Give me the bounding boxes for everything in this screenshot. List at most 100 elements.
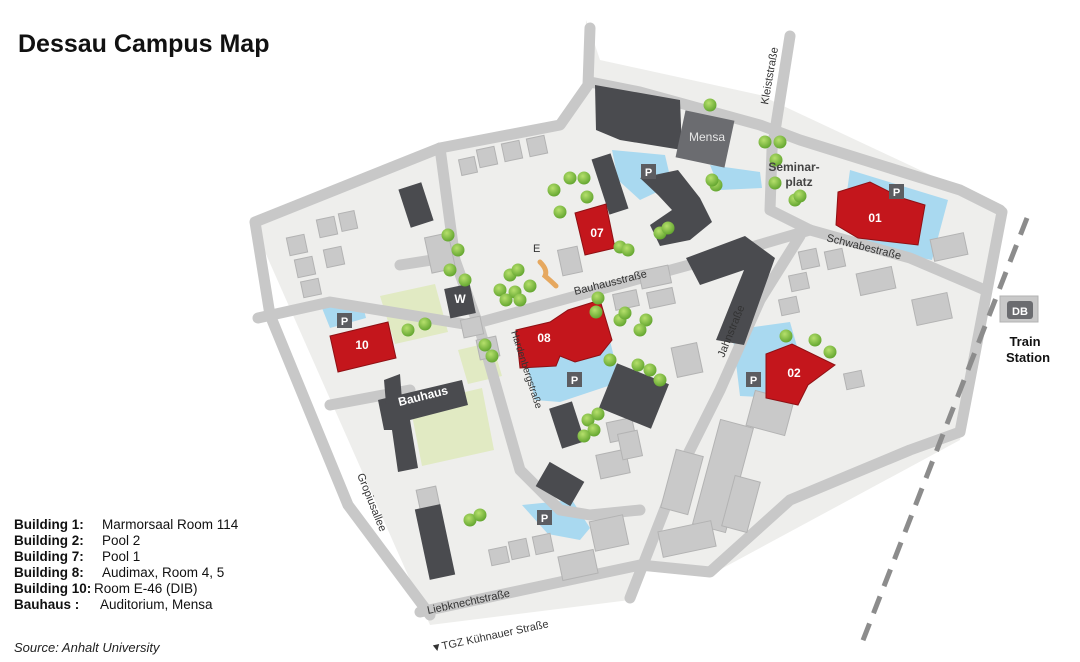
tree: [458, 273, 472, 287]
legend-row: Building 1: Marmorsaal Room 114: [14, 517, 238, 533]
legend-key: Building 1:: [14, 517, 84, 532]
railway: [857, 217, 1030, 649]
tree: [589, 305, 603, 319]
building-10[interactable]: [329, 321, 397, 373]
building-10-label: 10: [355, 338, 369, 352]
tree: [478, 338, 492, 352]
tree: [603, 353, 617, 367]
dark-buildings: [378, 85, 1033, 580]
tree: [703, 98, 717, 112]
building-02[interactable]: [765, 343, 836, 406]
tree: [823, 345, 837, 359]
building-01[interactable]: [835, 181, 926, 246]
svg-text:P: P: [645, 167, 652, 179]
tree: [485, 349, 499, 363]
mensa-label: Mensa: [689, 130, 725, 144]
map-title: Dessau Campus Map: [18, 30, 270, 58]
tree: [705, 173, 719, 187]
parking-markers: P P P P P P: [337, 164, 904, 525]
train-station-label-2: Station: [1006, 350, 1050, 365]
tree: [577, 429, 591, 443]
legend-row: Building 2: Pool 2: [14, 533, 238, 549]
legend-key: Building 2:: [14, 533, 84, 548]
legend-row: Building 8: Audimax, Room 4, 5: [14, 565, 238, 581]
tree: [621, 243, 635, 257]
tree: [473, 508, 487, 522]
street-network: [249, 22, 1008, 621]
tree: [418, 317, 432, 331]
tree: [779, 329, 793, 343]
legend-value: Audimax, Room 4, 5: [102, 565, 225, 580]
legend-key: Building 8:: [14, 565, 84, 580]
svg-text:P: P: [750, 375, 757, 387]
w-label: W: [454, 292, 466, 306]
tree: [587, 423, 601, 437]
parking-icon: P: [537, 510, 552, 525]
legend-key: Building 7:: [14, 549, 84, 564]
tree: [441, 228, 455, 242]
parking-icon: P: [567, 372, 582, 387]
tree: [581, 413, 595, 427]
db-label: DB: [1012, 306, 1028, 318]
building-08[interactable]: [515, 299, 613, 369]
parking-icon: P: [641, 164, 656, 179]
tree: [523, 279, 537, 293]
source-note: Source: Anhalt University: [14, 640, 160, 655]
tree: [769, 153, 783, 167]
legend-row: Building 10:Room E-46 (DIB): [14, 581, 238, 597]
tree: [618, 306, 632, 320]
legend-row: Bauhaus :Auditorium, Mensa: [14, 597, 238, 613]
seminarplatz-label-1: Seminar-: [768, 160, 819, 174]
svg-text:P: P: [541, 513, 548, 525]
tree: [793, 189, 807, 203]
tree: [643, 363, 657, 377]
tree: [758, 135, 772, 149]
tree: [631, 358, 645, 372]
parking-icon: P: [746, 372, 761, 387]
building-legend: Building 1: Marmorsaal Room 114 Building …: [14, 517, 238, 613]
parking-area: [710, 165, 762, 190]
train-station-label-1: Train: [1009, 334, 1040, 349]
tree: [577, 171, 591, 185]
tree: [591, 291, 605, 305]
grey-buildings: [285, 134, 1039, 582]
e-label: E: [533, 243, 540, 255]
legend-value: Marmorsaal Room 114: [102, 517, 239, 532]
tree: [639, 313, 653, 327]
tree: [633, 323, 647, 337]
parking-icon: P: [337, 313, 352, 328]
tree: [563, 171, 577, 185]
legend-row: Building 7: Pool 1: [14, 549, 238, 565]
legend-value: Pool 1: [102, 549, 141, 564]
street-kuehnauer: ▼TGZ Kühnauer Straße: [430, 618, 550, 655]
tree-cluster: [401, 98, 837, 527]
tree: [553, 205, 567, 219]
legend-value: Auditorium, Mensa: [100, 597, 213, 612]
tree: [493, 283, 507, 297]
building-01-label: 01: [868, 211, 882, 225]
building-07-label: 07: [590, 226, 604, 240]
tree: [443, 263, 457, 277]
tree: [808, 333, 822, 347]
tree: [511, 263, 525, 277]
seminarplatz-label-2: platz: [785, 175, 812, 189]
tree: [661, 221, 675, 235]
tree: [499, 293, 513, 307]
tree: [768, 176, 782, 190]
parking-icon: P: [889, 184, 904, 199]
tree: [513, 293, 527, 307]
legend-value: Room E-46 (DIB): [94, 581, 198, 596]
svg-text:P: P: [893, 187, 900, 199]
building-02-label: 02: [787, 366, 801, 380]
tree: [773, 135, 787, 149]
svg-text:P: P: [341, 316, 348, 328]
e-marker-path: [537, 259, 559, 289]
tree: [451, 243, 465, 257]
legend-value: Pool 2: [102, 533, 141, 548]
legend-key: Building 10:: [14, 581, 92, 596]
tree: [653, 373, 667, 387]
tree: [580, 190, 594, 204]
tree: [401, 323, 415, 337]
tree: [547, 183, 561, 197]
